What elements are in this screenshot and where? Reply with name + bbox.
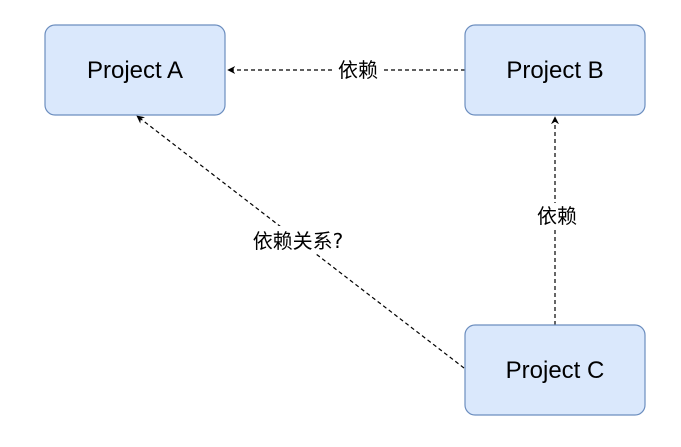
edge-c-to-b-label-bg bbox=[533, 203, 579, 229]
node-project-c[interactable]: Project C bbox=[464, 324, 646, 416]
node-project-b-label: Project B bbox=[506, 57, 603, 84]
node-project-b[interactable]: Project B bbox=[464, 24, 646, 116]
edge-c-to-a[interactable]: 依赖关系? bbox=[136, 115, 465, 369]
edge-c-to-a-label-bg bbox=[246, 226, 350, 254]
node-project-c-box bbox=[464, 324, 646, 416]
node-project-a-box bbox=[44, 24, 226, 116]
node-project-a[interactable]: Project A bbox=[44, 24, 226, 116]
edge-c-to-a-label: 依赖关系? bbox=[253, 229, 344, 253]
node-project-a-label: Project A bbox=[87, 57, 183, 84]
edge-b-to-a-label-bg bbox=[334, 58, 382, 82]
edge-b-to-a-label: 依赖 bbox=[338, 58, 378, 82]
node-project-b-box bbox=[464, 24, 646, 116]
edge-c-to-b-label: 依赖 bbox=[537, 204, 577, 228]
edge-b-to-a[interactable]: 依赖 bbox=[227, 58, 465, 82]
edge-c-to-b[interactable]: 依赖 bbox=[533, 116, 579, 325]
node-project-c-label: Project C bbox=[506, 357, 605, 384]
